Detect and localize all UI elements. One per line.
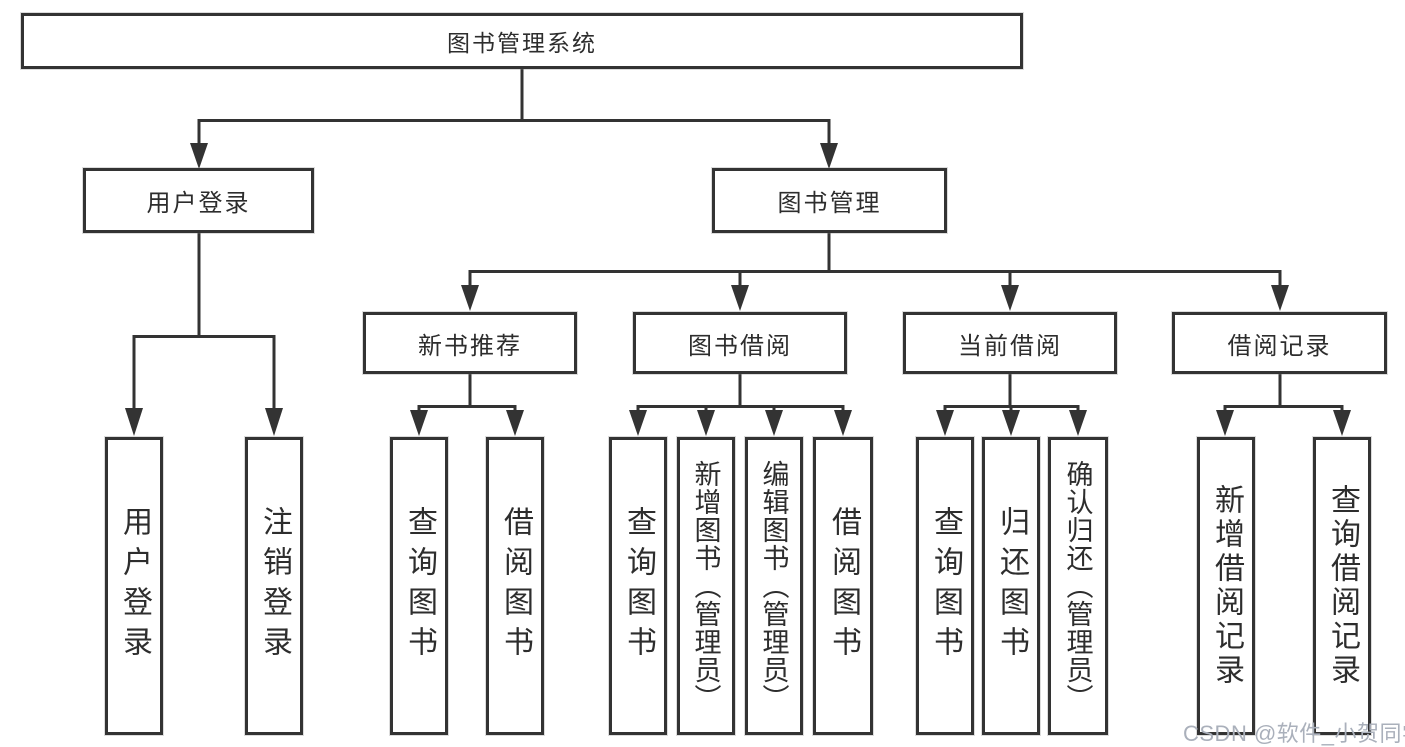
leaf-user-login: 用户登录 <box>105 437 163 735</box>
node-book-management: 图书管理 <box>712 168 947 233</box>
watermark: CSDN @软件_小贺同学 <box>1183 721 1405 746</box>
connector-root-to-level1 <box>190 69 838 169</box>
leaf-borrow-books-borrowing: 借阅图书 <box>813 437 873 735</box>
connector-borrowing-records-children <box>1216 374 1351 436</box>
leaf-logout: 注销登录 <box>245 437 303 735</box>
node-current-borrowing: 当前借阅 <box>903 312 1117 374</box>
leaf-return-books: 归还图书 <box>982 437 1040 735</box>
leaf-add-book-admin: 新增图书（管理员） <box>677 437 735 735</box>
connector-book-management-children <box>461 233 1289 311</box>
connector-book-borrowing-children <box>629 374 852 436</box>
leaf-confirm-return-admin: 确认归还（管理员） <box>1048 437 1108 735</box>
node-root-system: 图书管理系统 <box>21 13 1023 69</box>
node-borrowing-records: 借阅记录 <box>1172 312 1387 374</box>
leaf-edit-book-admin: 编辑图书（管理员） <box>745 437 803 735</box>
node-book-borrowing: 图书借阅 <box>633 312 847 374</box>
leaf-add-borrow-record: 新增借阅记录 <box>1197 437 1255 735</box>
connector-user-login-children <box>125 233 283 436</box>
leaf-borrow-books-recommend: 借阅图书 <box>486 437 544 735</box>
connector-current-borrowing-children <box>936 374 1087 436</box>
leaf-query-books-recommend: 查询图书 <box>390 437 448 735</box>
connector-new-book-recommendation-children <box>410 374 524 436</box>
node-new-book-recommendation: 新书推荐 <box>363 312 577 374</box>
node-user-login: 用户登录 <box>83 168 314 233</box>
leaf-query-books-current: 查询图书 <box>916 437 974 735</box>
leaf-query-borrow-record: 查询借阅记录 <box>1313 437 1371 735</box>
leaf-query-books-borrowing: 查询图书 <box>609 437 667 735</box>
